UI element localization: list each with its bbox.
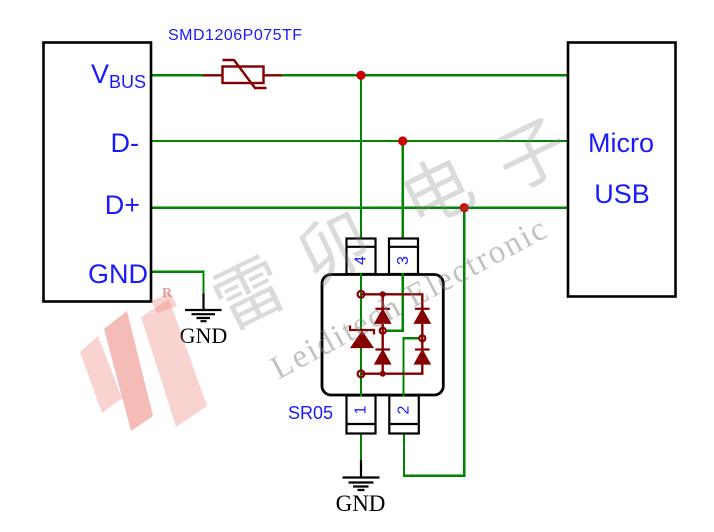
diode-right-top [413, 308, 432, 324]
gnd-symbol-bottom [342, 460, 380, 492]
sr05-inner-wires [359, 273, 420, 397]
junction-dot-dplus [459, 203, 469, 213]
vbus-subscript: BUS [109, 72, 146, 92]
ring-bottom-left [356, 369, 366, 379]
dot-bottom-mid [379, 370, 386, 377]
wire-dplus-branch [402, 207, 466, 477]
diode-right-bottom [413, 348, 432, 365]
inner-wire-pin3-tap [385, 273, 404, 332]
pin-number-1: 1 [353, 405, 370, 414]
bridge-rails [361, 293, 424, 375]
vbus-main: V [91, 59, 109, 89]
pin-box-1 [345, 394, 377, 435]
tvs-zener-anode [349, 330, 375, 349]
tvs-zener-cathode [348, 325, 376, 335]
left-connector-box [42, 41, 153, 303]
ring-right [418, 334, 427, 343]
fuse-body [221, 65, 265, 85]
ring-mid [378, 326, 387, 335]
micro-usb-label-line1: Micro [588, 128, 654, 158]
pin-label-gnd: GND [88, 259, 148, 289]
diode-mid-bottom [373, 348, 392, 365]
gnd-left-text: GND [180, 323, 228, 348]
fuse-ptc-strike [222, 58, 267, 90]
micro-usb-box [566, 41, 677, 298]
gnd-left-bars [185, 308, 222, 323]
wire-layer [151, 74, 568, 477]
junction-dot-dminus [398, 136, 408, 146]
junction-dot-vbus [356, 70, 366, 80]
bridge-junctions [356, 289, 427, 379]
fuse-label: SMD1206P075TF [168, 27, 303, 44]
gnd-bottom-text: GND [336, 491, 386, 516]
inner-wire-pin2-tap [402, 337, 420, 397]
diodes [348, 307, 432, 365]
diode-mid-top [373, 308, 392, 324]
micro-usb-label-line2: USB [594, 179, 650, 209]
pin-label-dminus: D- [111, 128, 140, 158]
gnd-bottom-bars [342, 476, 380, 492]
pin-number-4: 4 [353, 256, 370, 265]
gnd-symbol-left [185, 293, 222, 323]
pin-label-vbus: VBUS [91, 59, 146, 92]
junction-dots [356, 70, 469, 213]
pin-number-3: 3 [395, 256, 412, 265]
sr05-component [320, 237, 445, 435]
dot-top-mid [379, 291, 386, 298]
fuse-symbol [203, 58, 282, 90]
pin-label-dplus: D+ [105, 190, 140, 220]
ring-top-left [356, 289, 366, 299]
pin-number-2: 2 [396, 405, 413, 414]
wire-gnd-stub [151, 270, 205, 294]
pin-box-2 [388, 394, 420, 435]
sr05-label: SR05 [288, 403, 333, 423]
